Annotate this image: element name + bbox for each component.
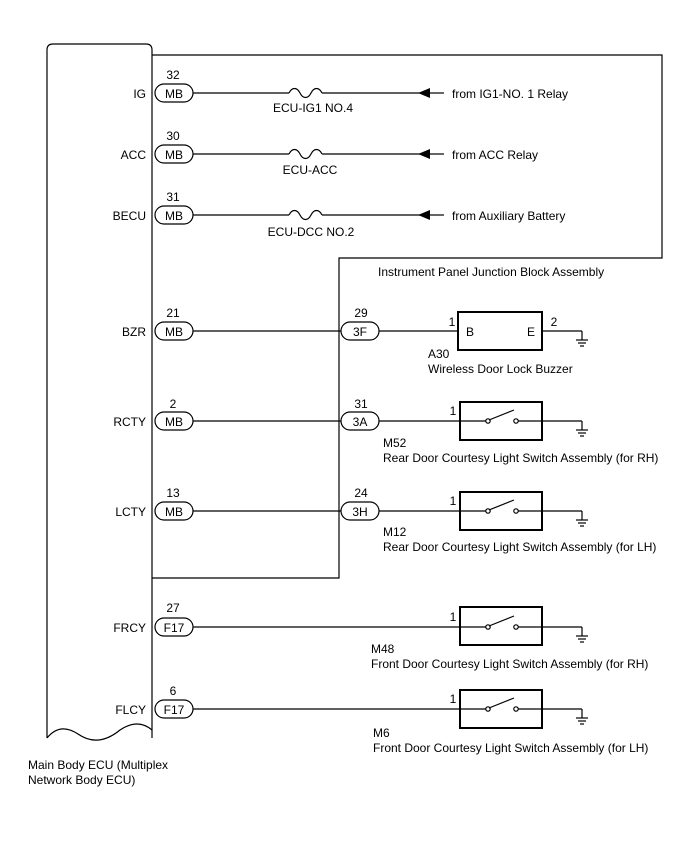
terminal-label: FLCY [115,703,146,717]
connector-label: F17 [164,621,185,635]
switch-circuit-frcy: FRCY 27 F17 1 M48 Front Door Courtesy Li… [113,601,648,671]
fuse-icon [288,148,323,160]
arrow-icon [418,149,430,159]
switch-name: Rear Door Courtesy Light Switch Assembly… [383,451,658,465]
jb-pin-number: 29 [354,306,368,320]
terminal-label: BZR [122,325,146,339]
jb-connector-label: 3H [352,505,367,519]
terminal-label: ACC [121,148,147,162]
pin-number: 27 [166,601,180,615]
pin-number: 2 [170,397,177,411]
buzzer-pin-e: E [527,325,535,339]
switch-contact [513,508,519,514]
ground-icon [576,511,588,527]
ecu-wavy-bottom [46,723,153,741]
switch-name: Front Door Courtesy Light Switch Assembl… [373,741,648,755]
switch-pin-number: 1 [450,404,457,418]
ground-icon [576,709,588,725]
pin-number: 32 [166,68,180,82]
connector-label: MB [165,325,183,339]
pin-number: 6 [170,684,177,698]
fuse-label: ECU-DCC NO.2 [268,225,355,239]
arrow-icon [418,210,430,220]
buzzer-pin-b-number: 1 [449,315,456,329]
switch-name: Front Door Courtesy Light Switch Assembl… [371,657,648,671]
switch-box [459,606,543,646]
jb-connector-label: 3F [353,325,367,339]
jb-pin-number: 31 [354,397,368,411]
ground-icon [576,421,588,437]
switch-code: M48 [371,642,395,656]
fuse-icon [288,209,323,221]
ground-icon [576,331,588,347]
pin-number: 31 [166,190,180,204]
buzzer-circuit: BZR 21 MB 29 3F 1 B E 2 A30 Wireless Doo… [122,306,588,376]
buzzer-code: A30 [428,347,450,361]
switch-contact [513,624,519,630]
switch-contact [513,706,519,712]
switch-circuit-rcty: RCTY 2 MB 31 3A 1 M52 Rear Door Courtesy… [113,397,658,465]
terminal-label: FRCY [113,621,146,635]
fuse-label: ECU-ACC [283,163,338,177]
arrow-icon [418,88,430,98]
connector-label: MB [165,209,183,223]
jb-pin-number: 24 [354,486,368,500]
pin-number: 30 [166,129,180,143]
switch-contact [513,418,519,424]
junction-block-outline [152,54,663,579]
power-input-ig: IG 32 MB ECU-IG1 NO.4 from IG1-NO. 1 Rel… [133,68,568,115]
buzzer-pin-e-number: 2 [551,315,558,329]
switch-pin-number: 1 [450,610,457,624]
switch-circuit-flcy: FLCY 6 F17 1 M6 Front Door Courtesy Ligh… [115,684,648,755]
connector-label: MB [165,415,183,429]
connector-label: MB [165,87,183,101]
power-input-becu: BECU 31 MB ECU-DCC NO.2 from Auxiliary B… [113,190,566,239]
terminal-label: BECU [113,209,146,223]
switch-blade [488,409,515,421]
terminal-label: IG [133,87,146,101]
switch-code: M6 [373,726,390,740]
junction-block-name: Instrument Panel Junction Block Assembly [378,265,604,279]
pin-number: 21 [166,306,180,320]
switch-code: M52 [383,436,407,450]
buzzer-pin-b: B [466,325,474,339]
power-input-acc: ACC 30 MB ECU-ACC from ACC Relay [121,129,538,177]
source-label: from IG1-NO. 1 Relay [452,87,568,101]
fuse-label: ECU-IG1 NO.4 [273,101,353,115]
connector-label: MB [165,148,183,162]
switch-name: Rear Door Courtesy Light Switch Assembly… [383,540,656,554]
terminal-label: RCTY [113,415,146,429]
switch-pin-number: 1 [450,692,457,706]
switch-blade [488,615,515,627]
switch-blade [488,697,515,709]
source-label: from Auxiliary Battery [452,209,565,223]
ecu-name-line2: Network Body ECU) [28,773,135,787]
fuse-icon [288,87,323,99]
switch-circuit-lcty: LCTY 13 MB 24 3H 1 M12 Rear Door Courtes… [115,486,656,554]
switch-blade [488,499,515,511]
switch-pin-number: 1 [450,494,457,508]
jb-connector-label: 3A [353,415,368,429]
switch-code: M12 [383,525,407,539]
source-label: from ACC Relay [452,148,538,162]
pin-number: 13 [166,486,180,500]
ground-icon [576,627,588,643]
terminal-label: LCTY [115,505,146,519]
connector-label: MB [165,505,183,519]
ecu-name-line1: Main Body ECU (Multiplex [28,758,168,772]
connector-label: F17 [164,703,185,717]
buzzer-name: Wireless Door Lock Buzzer [428,362,573,376]
ecu-outline [46,43,153,738]
